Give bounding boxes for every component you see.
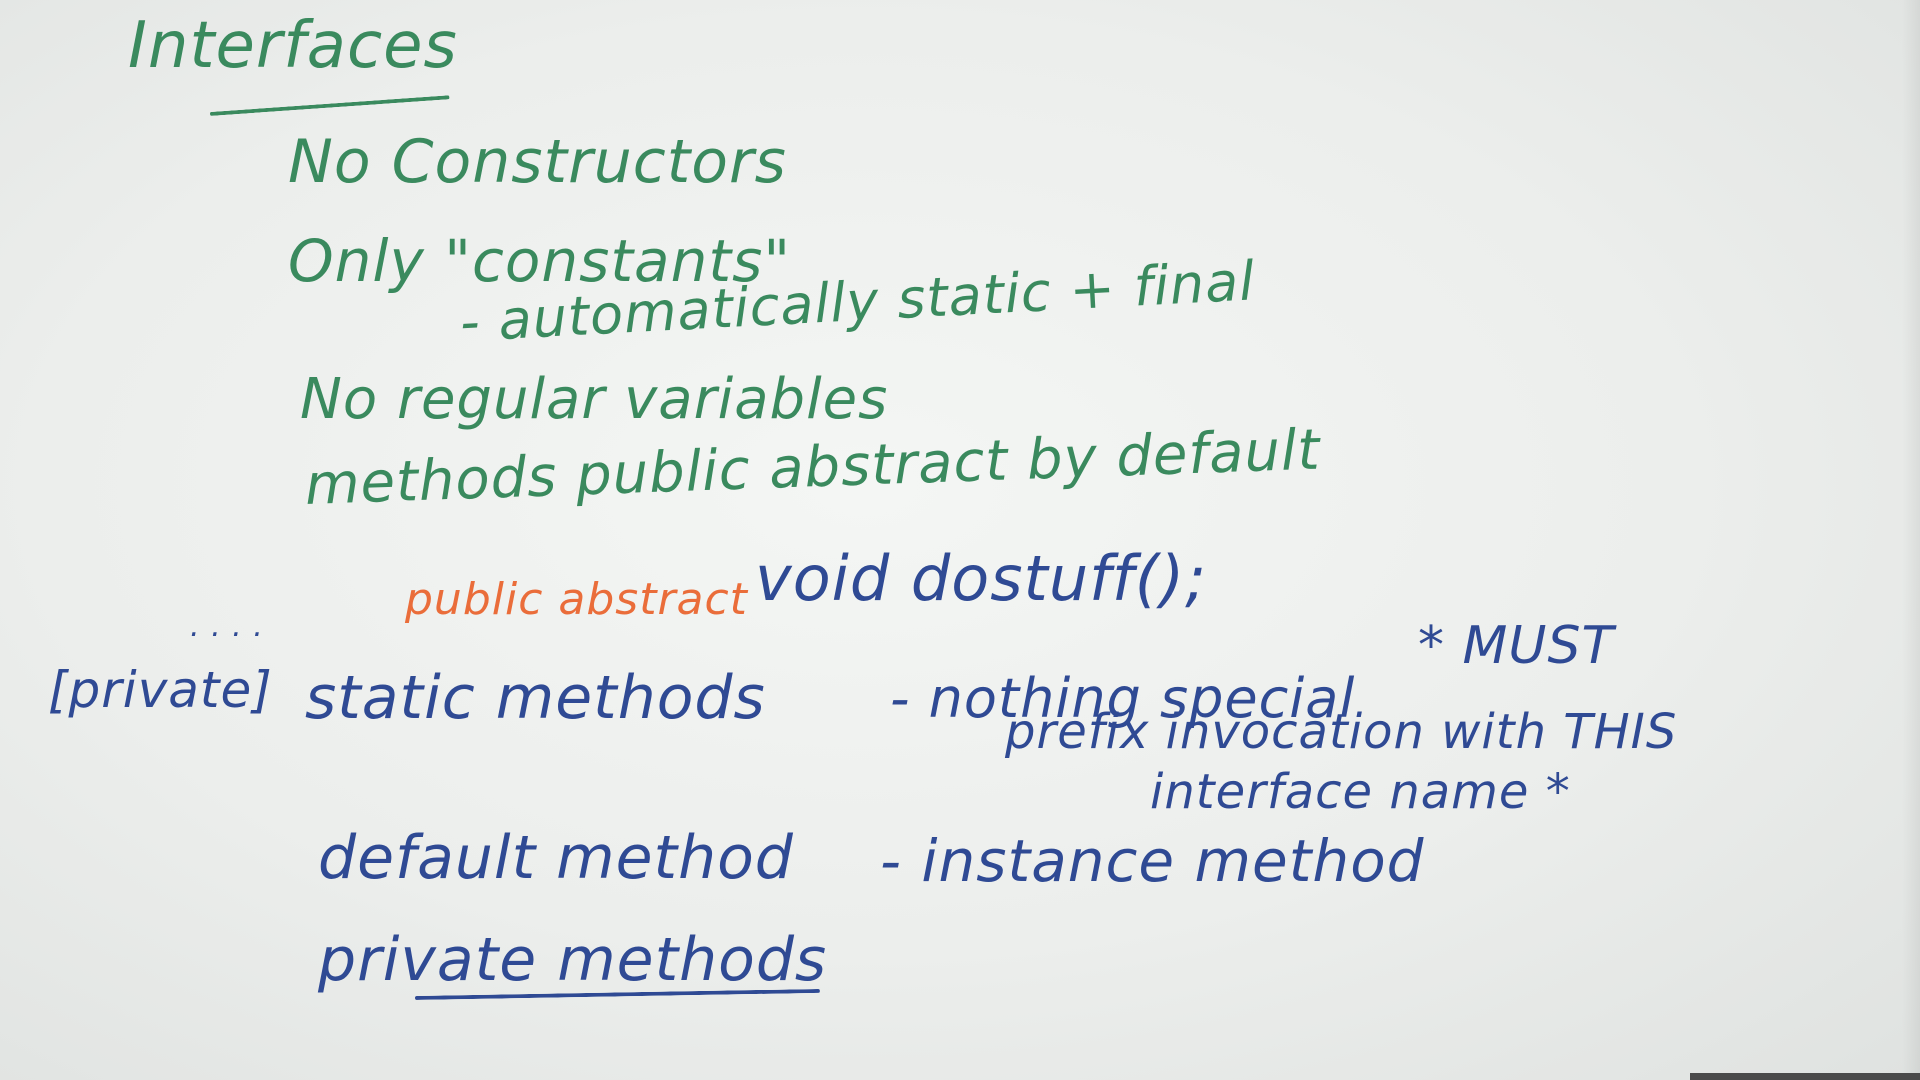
line-only-constants: Only "constants" [288,227,791,295]
line-private-methods: private methods [318,925,828,995]
line-public-abstract: public abstract [405,574,748,625]
line-default-method: default method [318,823,794,893]
line-nothing-special: - nothing special [890,667,1356,730]
marker-tray [1690,1073,1920,1080]
line-interface-name: interface name * [1150,764,1571,820]
label-private-bracket: [private] [48,661,273,719]
line-static-methods: static methods [305,663,766,733]
title-underline [209,95,450,116]
line-methods-public-abstract: methods public abstract by default [303,417,1322,518]
line-no-regular-variables: No regular variables [300,367,889,432]
line-must: * MUST [1418,616,1615,676]
board-edge-shadow [1902,0,1920,1080]
line-instance-method: - instance method [880,827,1425,895]
line-prefix-invocation: prefix invocation with THIS [1005,704,1678,760]
line-void-dostuff: void dostuff(); [755,542,1208,615]
title-interfaces: Interfaces [128,9,458,83]
dots: . . . . [190,609,264,644]
line-no-constructors: No Constructors [288,127,787,197]
